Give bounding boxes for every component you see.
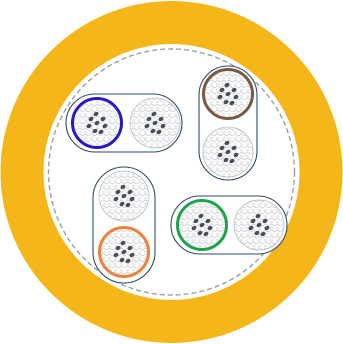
- fiber: [98, 226, 150, 278]
- fiber-strand: [120, 184, 126, 190]
- fiber-strand: [86, 123, 92, 129]
- fiber-strand: [119, 257, 125, 263]
- units-layer: [65, 65, 288, 284]
- fiber-strand: [256, 222, 262, 228]
- fiber-strand: [127, 245, 133, 251]
- fiber-strand: [219, 145, 225, 151]
- fiber-strand: [115, 245, 121, 251]
- fiber-strand: [125, 258, 131, 264]
- separator-ring: [47, 48, 296, 296]
- fiber-strand: [125, 202, 131, 208]
- fiber-strand: [199, 222, 205, 228]
- fiber-strand: [129, 252, 135, 258]
- fiber-strand: [198, 213, 204, 219]
- inner-core: [43, 44, 300, 300]
- fiber-strand: [254, 230, 260, 236]
- fiber-strand: [102, 123, 108, 129]
- fiber-color-ring: [71, 97, 123, 149]
- fiber-strand: [100, 116, 106, 122]
- fiber-strand: [113, 196, 119, 202]
- fiber-strand: [115, 189, 121, 195]
- unit-top-right: [198, 65, 258, 181]
- fiber-strand: [229, 100, 235, 106]
- fiber-strand: [231, 145, 237, 151]
- fiber-color-ring: [202, 68, 254, 120]
- fiber-strand: [94, 120, 100, 126]
- fiber-strand: [129, 196, 135, 202]
- fiber-strand: [191, 225, 197, 231]
- fiber-strand: [231, 87, 237, 93]
- fiber: [71, 97, 123, 149]
- fiber: [202, 68, 254, 120]
- fiber-strand: [151, 111, 157, 117]
- fiber: [129, 97, 181, 149]
- fiber-strand: [121, 193, 127, 199]
- unit-bottom-left: [92, 166, 156, 284]
- fiber: [202, 126, 254, 178]
- fiber: [98, 170, 150, 222]
- fiber-strand: [224, 140, 230, 146]
- fiber-strand: [233, 152, 239, 158]
- fiber-strand: [255, 213, 261, 219]
- fiber-strand: [193, 218, 199, 224]
- fiber-strand: [233, 94, 239, 100]
- fiber-strand: [93, 111, 99, 117]
- fiber-strand: [144, 123, 150, 129]
- fiber-strand: [98, 129, 104, 135]
- fiber-strand: [203, 231, 209, 237]
- fiber-strand: [250, 218, 256, 224]
- fiber-strand: [217, 94, 223, 100]
- fiber-strand: [158, 116, 164, 122]
- fiber-strand: [197, 230, 203, 236]
- fiber-strand: [160, 123, 166, 129]
- fiber-color-ring: [176, 199, 228, 251]
- fiber-strand: [92, 128, 98, 134]
- fiber-strand: [223, 99, 229, 105]
- fiber-strand: [229, 158, 235, 164]
- fiber-strand: [127, 189, 133, 195]
- fiber-strand: [152, 120, 158, 126]
- fiber-strand: [113, 252, 119, 258]
- fiber-strand: [248, 225, 254, 231]
- fiber-strand: [225, 91, 231, 97]
- unit-bottom-right: [170, 195, 288, 255]
- fiber: [176, 199, 228, 251]
- fiber-strand: [217, 152, 223, 158]
- fiber-strand: [120, 240, 126, 246]
- fiber-strand: [156, 129, 162, 135]
- fiber-strand: [207, 225, 213, 231]
- fiber-strand: [224, 82, 230, 88]
- fiber-strand: [119, 201, 125, 207]
- fiber-strand: [260, 231, 266, 237]
- fiber-strand: [264, 225, 270, 231]
- fiber-strand: [121, 249, 127, 255]
- unit-top-left: [65, 93, 183, 153]
- fiber-strand: [219, 87, 225, 93]
- fiber-strand: [262, 218, 268, 224]
- fiber-strand: [223, 157, 229, 163]
- fiber-strand: [146, 116, 152, 122]
- fiber: [233, 199, 285, 251]
- fiber-strand: [150, 128, 156, 134]
- fiber-strand: [225, 149, 231, 155]
- fiber-strand: [205, 218, 211, 224]
- fiber-color-ring: [98, 226, 150, 278]
- fiber-strand: [88, 116, 94, 122]
